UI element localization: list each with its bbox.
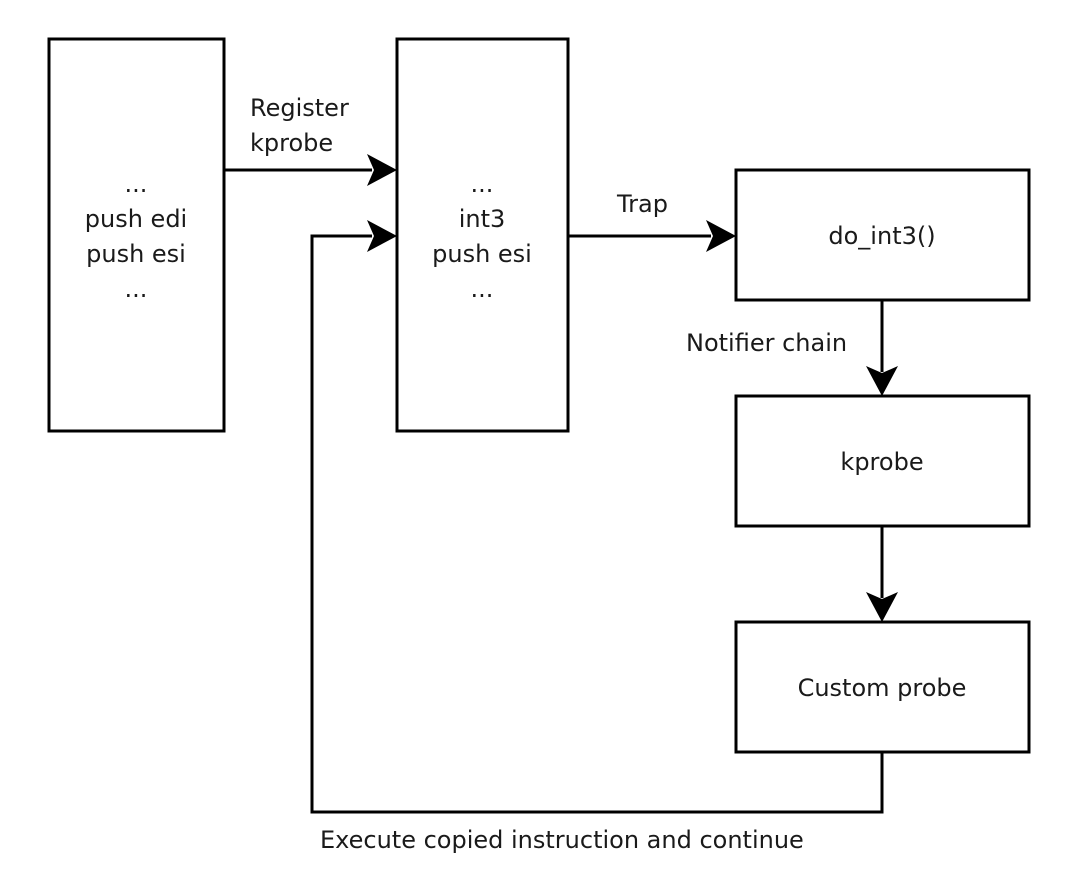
register-kprobe-edge: Register kprobe: [224, 94, 397, 186]
custom-probe-box: [734, 620, 1031, 754]
kprobe-to-custom-edge: [866, 526, 898, 622]
custom-probe-node: Custom probe: [734, 620, 1031, 754]
original-code-line-3: push esi: [86, 240, 186, 268]
patched-code-box: [395, 37, 570, 433]
return-label: Execute copied instruction and continue: [320, 826, 804, 854]
register-label-line-2: kprobe: [250, 129, 333, 157]
original-code-line-1: ...: [125, 170, 148, 198]
kprobe-node: kprobe: [734, 394, 1031, 528]
do-int3-node: do_int3(): [734, 168, 1031, 302]
patched-code-node: ... int3 push esi ...: [395, 37, 570, 433]
patched-code-line-3: push esi: [432, 240, 532, 268]
patched-code-line-1: ...: [471, 170, 494, 198]
patched-code-line-2: int3: [459, 205, 506, 233]
return-line: [310, 234, 884, 814]
trap-arrowhead: [706, 220, 736, 252]
trap-edge: Trap: [568, 190, 736, 252]
patched-code-line-4: ...: [471, 275, 494, 303]
custom-probe-label: Custom probe: [798, 674, 967, 702]
original-code-line-2: push edi: [85, 205, 187, 233]
trap-label: Trap: [616, 190, 668, 218]
do-int3-label: do_int3(): [828, 222, 935, 250]
do-int3-box: [734, 168, 1031, 302]
notifier-chain-edge: Notifier chain: [686, 300, 898, 396]
original-code-box: [47, 37, 226, 433]
register-kprobe-arrowhead: [367, 154, 397, 186]
return-edge: Execute copied instruction and continue: [310, 220, 884, 854]
original-code-node: ... push edi push esi ...: [47, 37, 226, 433]
notifier-chain-arrowhead: [866, 366, 898, 396]
register-label-line-1: Register: [250, 94, 349, 122]
return-arrowhead: [367, 220, 397, 252]
kprobe-to-custom-arrowhead: [866, 592, 898, 622]
notifier-chain-label: Notifier chain: [686, 329, 847, 357]
kprobe-label: kprobe: [840, 448, 923, 476]
kprobe-box: [734, 394, 1031, 528]
original-code-line-4: ...: [125, 275, 148, 303]
